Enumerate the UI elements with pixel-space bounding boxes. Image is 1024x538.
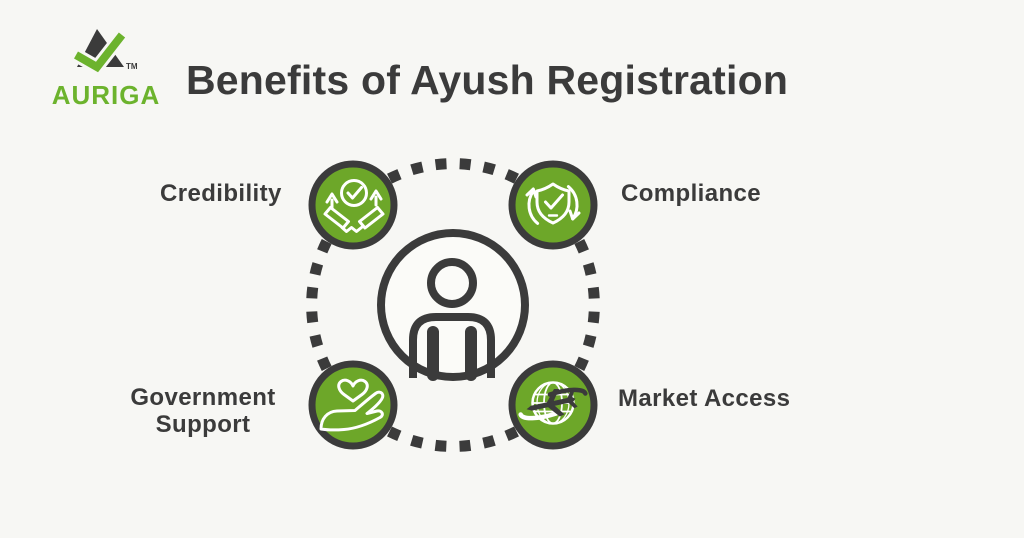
person-torso <box>409 313 495 378</box>
auriga-logo: TM AURIGA <box>52 29 161 110</box>
label-market-access: Market Access <box>618 385 791 412</box>
page-title: Benefits of Ayush Registration <box>186 57 789 103</box>
label-compliance: Compliance <box>621 180 762 207</box>
plane-silhouette <box>526 388 578 417</box>
trademark-symbol: TM <box>126 62 138 71</box>
dashed-arc-right <box>574 239 600 371</box>
logo-brand: AURIGA <box>52 80 161 110</box>
hand-heart-icon <box>319 378 385 432</box>
dashed-arc-top <box>387 158 519 184</box>
handshake-growth-icon <box>323 179 385 233</box>
benefit-circle-compliance <box>508 160 598 250</box>
benefit-circle-credibility <box>308 160 398 250</box>
label-credibility: Credibility <box>160 180 282 207</box>
green-circle <box>308 360 398 450</box>
benefit-circle-market-access <box>508 360 598 450</box>
dashed-arc-bottom <box>387 426 519 452</box>
shield-check-cycle-icon <box>525 182 581 225</box>
benefit-circle-government-support <box>308 360 398 450</box>
person-icon <box>377 229 529 381</box>
globe-plane-icon <box>518 381 588 425</box>
logo-checkmark-icon <box>74 32 126 73</box>
dashed-arc-left <box>306 239 332 371</box>
person-head <box>427 258 477 308</box>
label-government-support: Government Support <box>130 384 276 438</box>
